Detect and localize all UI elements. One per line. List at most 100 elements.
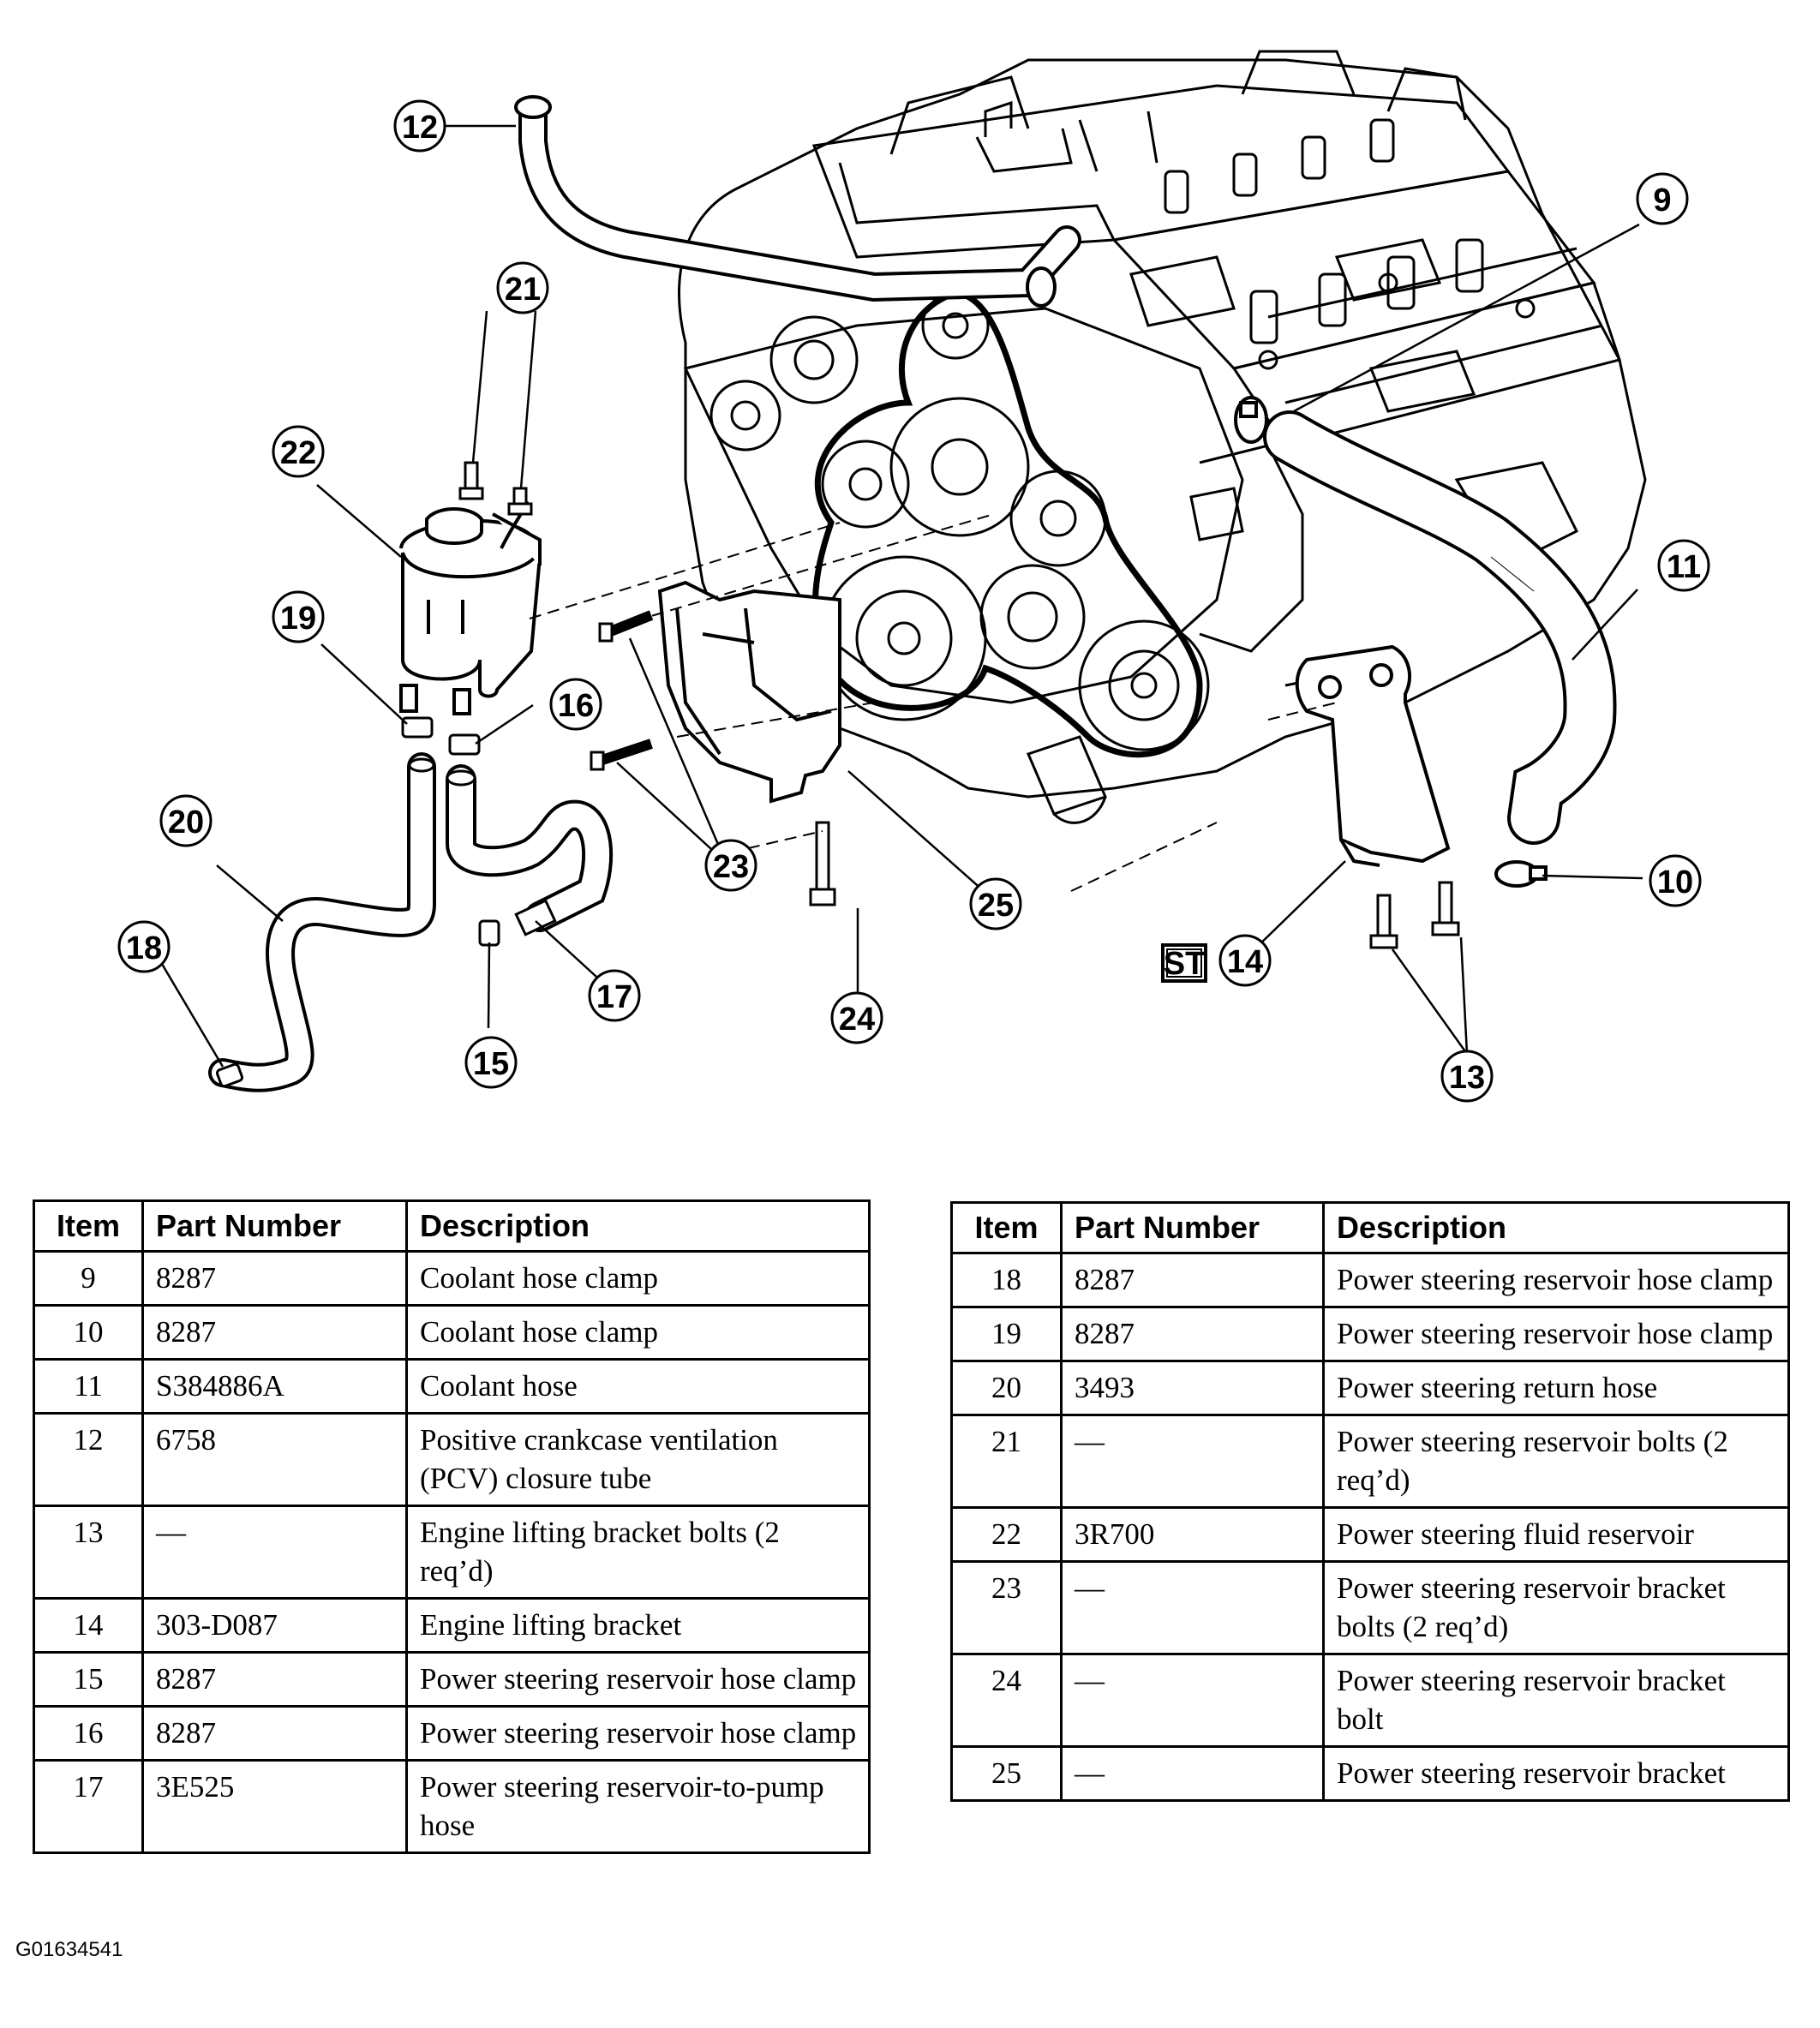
- explode-lines: [529, 513, 1338, 892]
- coolant-hose: [1263, 410, 1617, 845]
- callout-25: 25: [969, 877, 1022, 930]
- svg-text:18: 18: [126, 930, 162, 966]
- column-header-part-number: Part Number: [1060, 1201, 1325, 1254]
- leader-lines: [158, 124, 1643, 1068]
- table-row: 23—Power steering reservoir bracket bolt…: [950, 1560, 1790, 1655]
- description: Power steering reservoir hose clamp: [405, 1705, 871, 1762]
- coolant-hose-clamp-10: [1494, 860, 1548, 888]
- part-number: —: [1060, 1653, 1325, 1748]
- item-number: 18: [950, 1252, 1063, 1308]
- pcv-closure-tube: [514, 95, 1081, 308]
- power-steering-fluid-reservoir: [399, 500, 542, 715]
- svg-text:9: 9: [1653, 182, 1671, 218]
- power-steering-reservoir-to-pump-hose: [408, 757, 614, 936]
- svg-text:16: 16: [558, 688, 594, 724]
- item-number: 19: [950, 1306, 1063, 1362]
- engine-lifting-bracket-bolts: [1369, 881, 1460, 949]
- description: Coolant hose: [405, 1358, 871, 1415]
- table-row: 25—Power steering reservoir bracket: [950, 1745, 1790, 1802]
- part-number: —: [1060, 1560, 1325, 1655]
- part-number: 8287: [141, 1705, 408, 1762]
- item-number: 23: [950, 1560, 1063, 1655]
- description: Engine lifting bracket: [405, 1597, 871, 1654]
- item-number: 17: [33, 1759, 144, 1854]
- svg-text:23: 23: [713, 849, 749, 885]
- item-number: 9: [33, 1250, 144, 1307]
- hose-clamp-18: [215, 1062, 244, 1088]
- svg-text:11: 11: [1667, 549, 1701, 585]
- item-number: 16: [33, 1705, 144, 1762]
- callout-16: 16: [549, 678, 602, 731]
- item-number: 24: [950, 1653, 1063, 1748]
- callout-24: 24: [830, 991, 883, 1044]
- table-row: 21—Power steering reservoir bolts (2 req…: [950, 1414, 1790, 1509]
- description: Power steering reservoir bracket bolt: [1322, 1653, 1790, 1748]
- callout-17: 17: [588, 969, 641, 1022]
- svg-text:13: 13: [1449, 1060, 1485, 1096]
- description: Coolant hose clamp: [405, 1250, 871, 1307]
- svg-text:25: 25: [978, 888, 1014, 924]
- item-number: 14: [33, 1597, 144, 1654]
- description: Power steering return hose: [1322, 1360, 1790, 1416]
- callout-13: 13: [1440, 1050, 1494, 1103]
- callout-18: 18: [117, 920, 171, 973]
- callout-15: 15: [464, 1036, 518, 1089]
- callout-12: 12: [393, 99, 446, 153]
- description: Positive crankcase ventilation (PCV) clo…: [405, 1412, 871, 1507]
- part-number: 8287: [141, 1250, 408, 1307]
- table-header-row: Item Part Number Description: [33, 1199, 871, 1253]
- part-number: —: [1060, 1745, 1325, 1802]
- item-number: 20: [950, 1360, 1063, 1416]
- part-number: —: [1060, 1414, 1325, 1509]
- callout-11: 11: [1657, 539, 1710, 592]
- part-number: 303-D087: [141, 1597, 408, 1654]
- description: Power steering reservoir hose clamp: [405, 1651, 871, 1708]
- power-steering-return-hose: [208, 752, 436, 1092]
- part-number: S384886A: [141, 1358, 408, 1415]
- callout-14: 14: [1218, 934, 1272, 987]
- callout-21: 21: [496, 261, 549, 314]
- svg-text:24: 24: [839, 1002, 875, 1038]
- part-number: 3493: [1060, 1360, 1325, 1416]
- coolant-hose-clamp-9: [1234, 396, 1268, 444]
- callout-20: 20: [159, 794, 213, 847]
- column-header-part-number: Part Number: [141, 1199, 408, 1253]
- part-number: 8287: [1060, 1252, 1325, 1308]
- description: Power steering reservoir hose clamp: [1322, 1306, 1790, 1362]
- callout-23: 23: [704, 839, 757, 892]
- description: Engine lifting bracket bolts (2 req’d): [405, 1505, 871, 1600]
- callout-22: 22: [272, 425, 325, 478]
- part-number: 3E525: [141, 1759, 408, 1854]
- power-steering-reservoir-bracket: [657, 580, 841, 804]
- part-number: 3R700: [1060, 1506, 1325, 1563]
- item-number: 10: [33, 1304, 144, 1361]
- column-header-item: Item: [33, 1199, 144, 1253]
- description: Power steering reservoir bracket: [1322, 1745, 1790, 1802]
- hose-clamps: [215, 716, 500, 1088]
- description: Coolant hose clamp: [405, 1304, 871, 1361]
- exploded-view-diagram: 12 9 21 22 11 19 16 20 23 10 25 18 14 17…: [117, 50, 1710, 1103]
- item-number: 13: [33, 1505, 144, 1600]
- svg-text:21: 21: [505, 272, 541, 308]
- description: Power steering reservoir bolts (2 req’d): [1322, 1414, 1790, 1509]
- table-row: 24—Power steering reservoir bracket bolt: [950, 1653, 1790, 1748]
- callout-19: 19: [272, 590, 325, 643]
- table-row: 13—Engine lifting bracket bolts (2 req’d…: [33, 1505, 871, 1600]
- column-header-description: Description: [1322, 1201, 1790, 1254]
- hose-clamp-19: [401, 716, 434, 739]
- svg-text:12: 12: [402, 110, 438, 146]
- special-tool-badge: ST: [1161, 943, 1207, 983]
- figure-id: G01634541: [15, 1938, 123, 1961]
- svg-text:15: 15: [473, 1046, 509, 1082]
- power-steering-reservoir-bracket-bolts: [590, 610, 654, 771]
- hose-clamp-15: [478, 919, 500, 947]
- svg-text:10: 10: [1657, 864, 1693, 900]
